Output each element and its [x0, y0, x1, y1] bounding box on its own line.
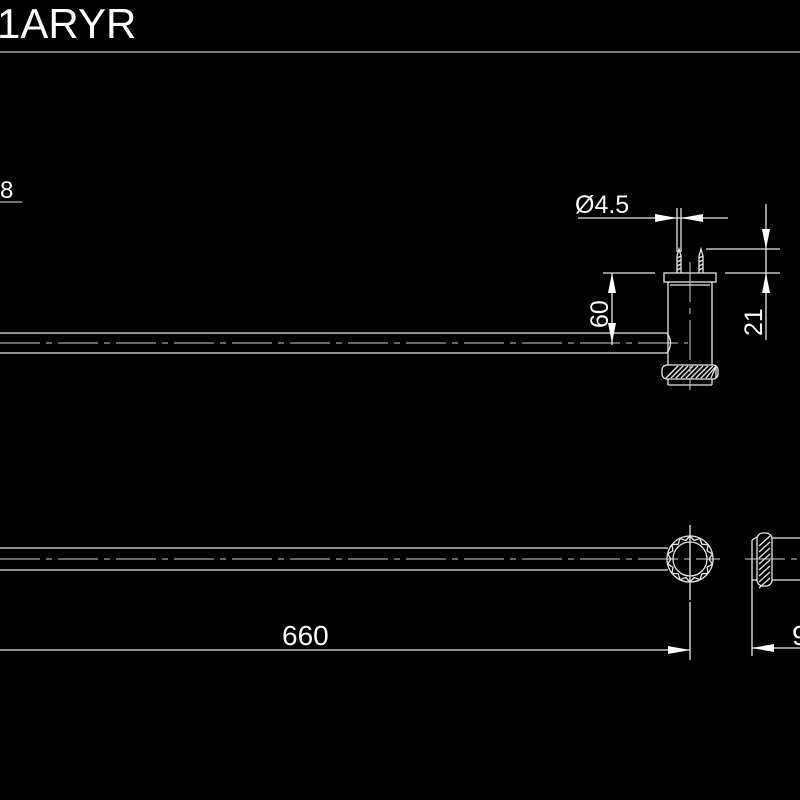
- side-view: [745, 532, 800, 656]
- screw-icon: [676, 246, 704, 273]
- wall-bracket: [661, 262, 719, 390]
- hatch-line: [695, 365, 709, 379]
- dim-rail-length: 660: [0, 602, 691, 660]
- knurled-ring-end-view: [666, 525, 714, 600]
- hatch-line: [758, 535, 771, 547]
- hatch-line: [758, 541, 771, 553]
- knurl-pattern: [666, 535, 714, 583]
- dim-side-thickness: 9: [752, 620, 800, 652]
- scale-label: 8: [0, 177, 13, 204]
- hatch-line: [680, 365, 694, 379]
- top-rail: [0, 332, 688, 354]
- hatch-line: [685, 365, 699, 379]
- dim-screw-diameter: Ø4.5: [575, 191, 728, 252]
- dim-label-diameter: Ø4.5: [575, 191, 629, 219]
- hatch-line: [758, 565, 771, 577]
- hatch-line: [705, 365, 717, 379]
- hatch-line: [758, 571, 771, 583]
- hatch-line: [690, 365, 704, 379]
- dim-label-screw-length: 21: [740, 308, 768, 336]
- hatch-line: [665, 365, 679, 379]
- hatch-line: [758, 559, 771, 571]
- dim-label-thickness: 9: [792, 620, 800, 651]
- hatch-line: [700, 365, 714, 379]
- hatch-line: [758, 577, 771, 589]
- dim-screw-length: 21: [706, 204, 780, 340]
- drawing-title: 1ARYR: [0, 0, 136, 47]
- hatch-line: [670, 365, 684, 379]
- dim-bracket-height: 60: [586, 272, 655, 345]
- front-rail: [0, 547, 720, 571]
- hatch-line: [758, 547, 771, 559]
- hatch-line: [710, 365, 717, 379]
- dim-label-height: 60: [586, 300, 614, 328]
- dim-label-length: 660: [282, 620, 329, 651]
- hatch-line: [675, 365, 689, 379]
